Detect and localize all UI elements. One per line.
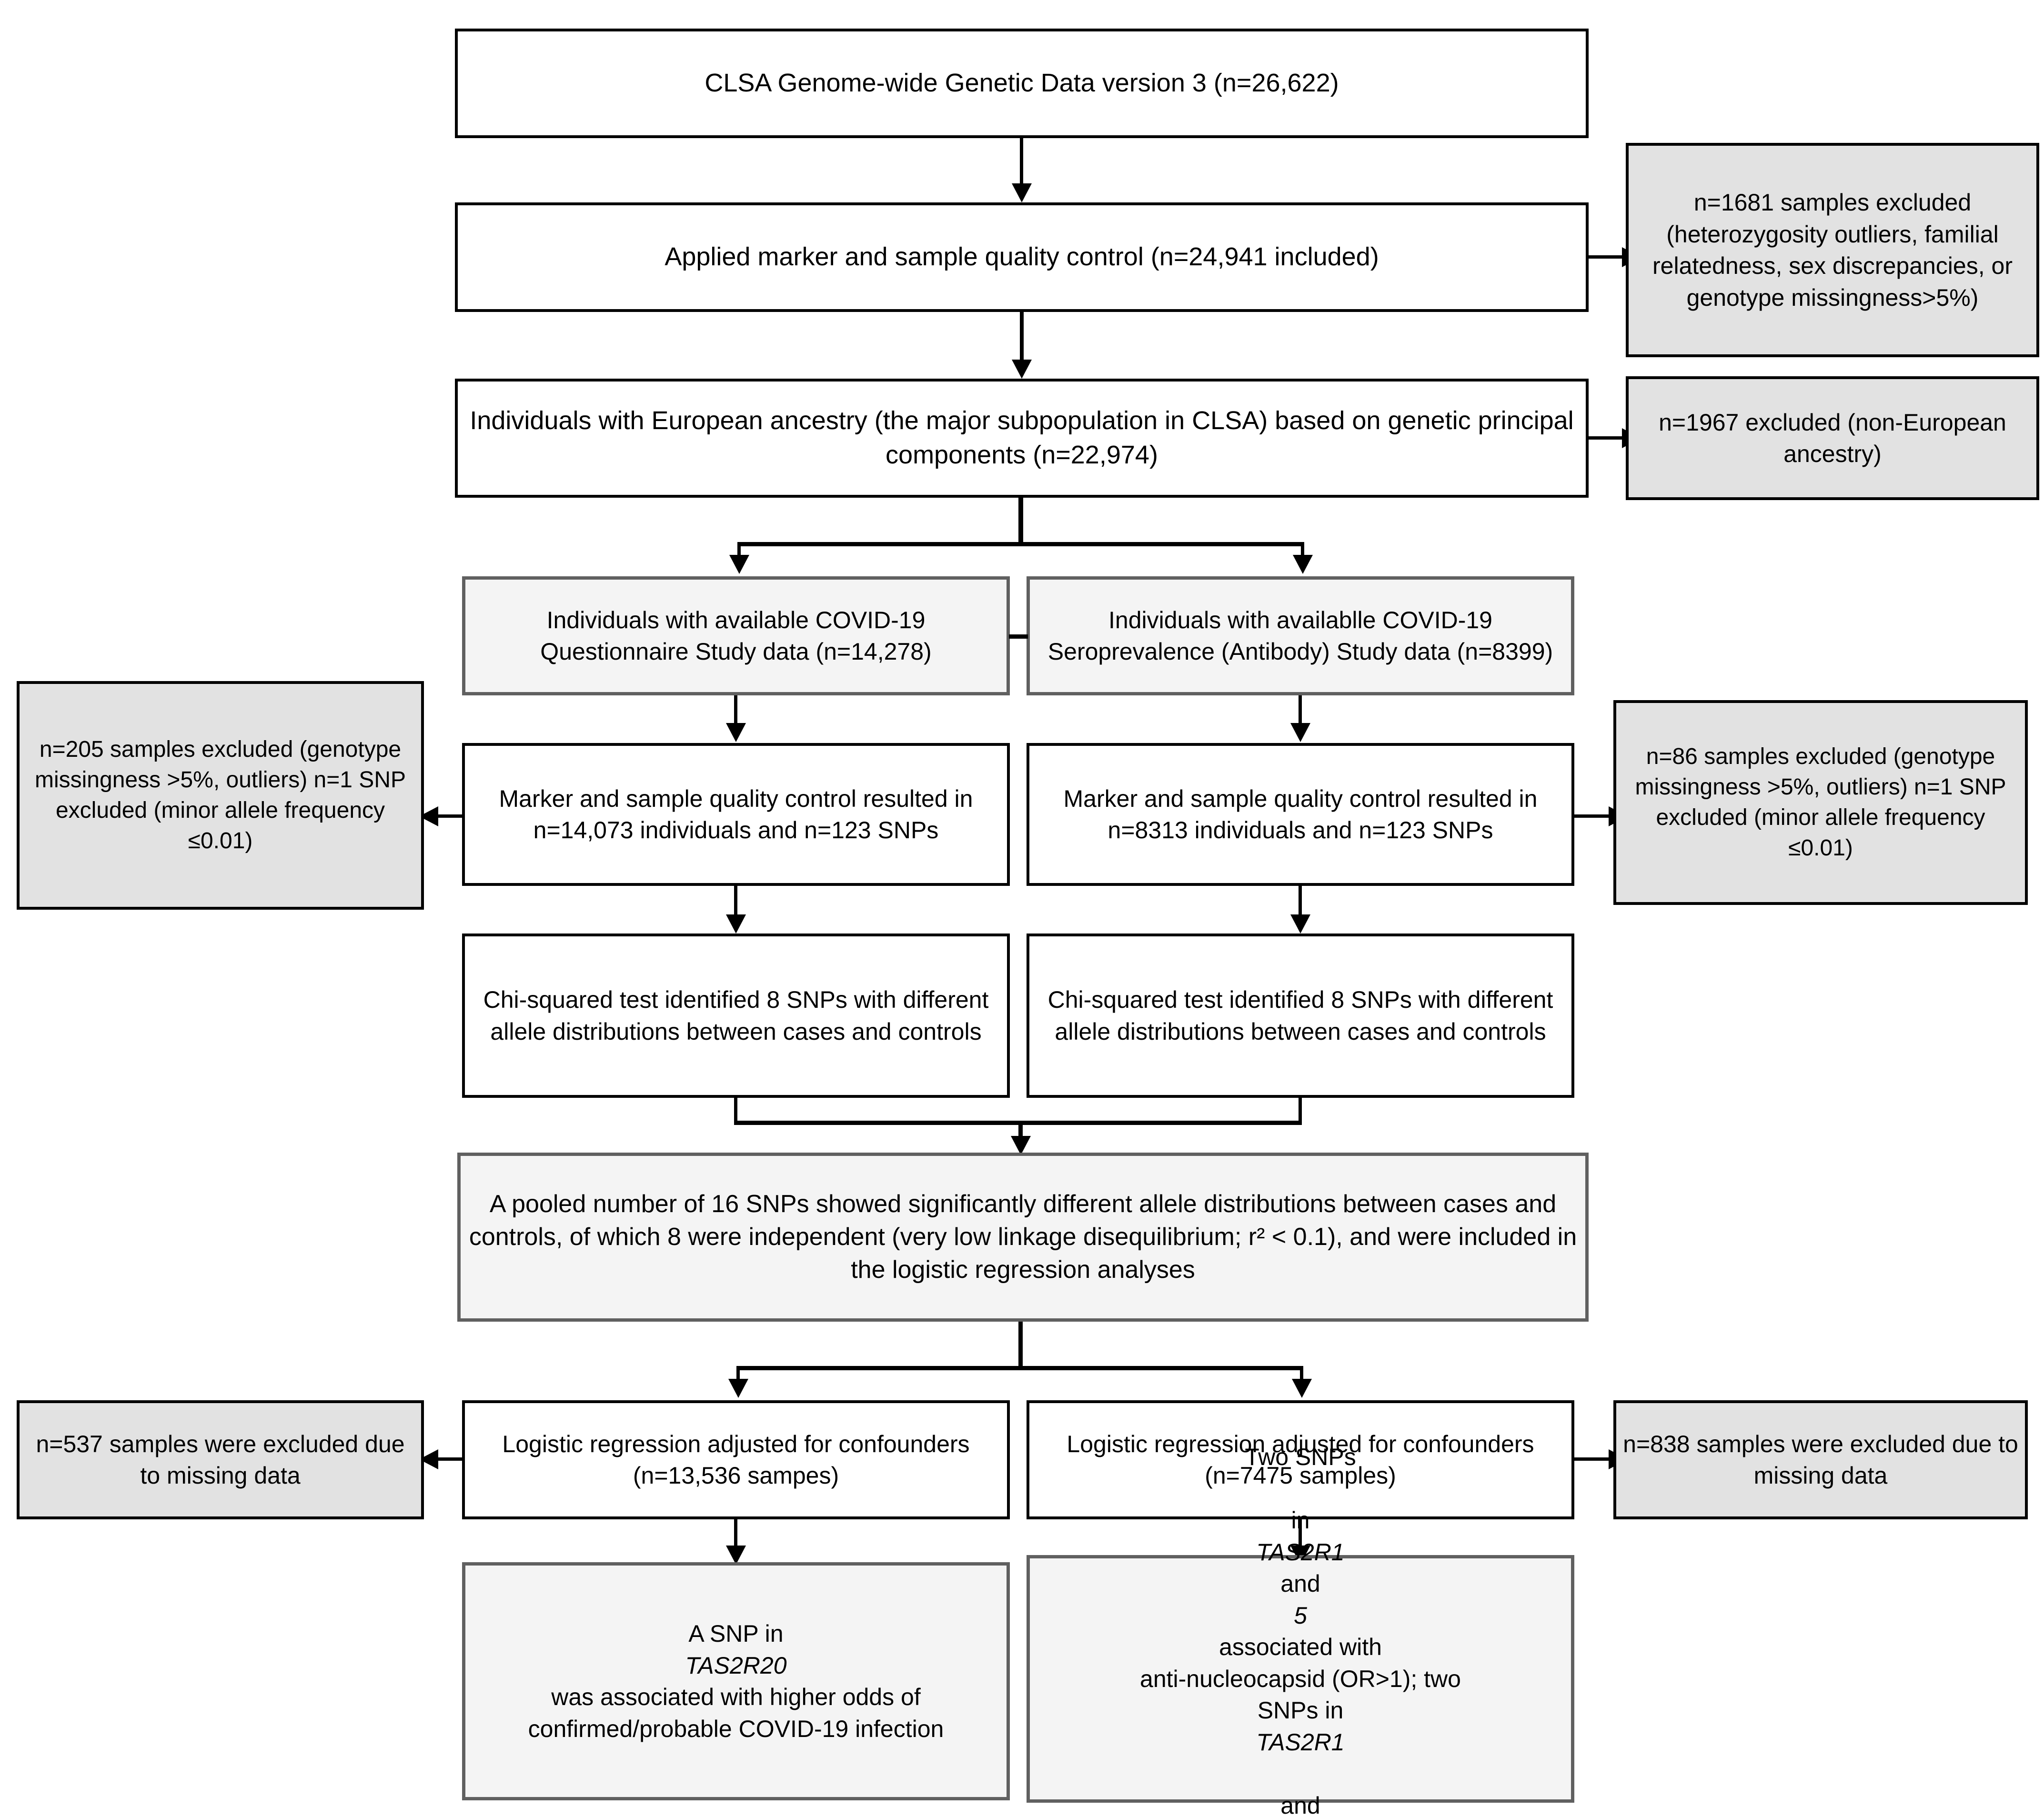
- node-chisq-seroprevalence-label: Chi-squared test identified 8 SNPs with …: [1047, 986, 1553, 1045]
- node-chisq-seroprevalence: Chi-squared test identified 8 SNPs with …: [1027, 934, 1574, 1098]
- node-logistic-regression-questionnaire-label: Logistic regression adjusted for confoun…: [502, 1430, 970, 1489]
- connector-european-split-stem: [1018, 498, 1023, 545]
- result-left-text-pre: A SNP in: [688, 1620, 784, 1647]
- node-exclusion-left-missing-label: n=537 samples were excluded due to missi…: [36, 1430, 405, 1489]
- result-right-line2-b: and: [1280, 1570, 1320, 1597]
- result-right-line4-a: SNPs in: [1257, 1697, 1344, 1724]
- connector-pooled-split-left-leg: [736, 1366, 740, 1387]
- arrowhead-pooled-split-left: [728, 1379, 748, 1398]
- arrowhead-source-to-qc: [1012, 183, 1032, 202]
- arrowhead-qc-left-to-chi: [726, 914, 746, 934]
- result-right-line2-a: in: [1291, 1507, 1310, 1534]
- result-right-line1: Two SNPs: [1245, 1444, 1356, 1471]
- node-quality-control-all-label: Applied marker and sample quality contro…: [665, 242, 1379, 271]
- arrowhead-chi-merge: [1011, 1136, 1031, 1155]
- arrowhead-split-right: [1293, 555, 1313, 574]
- node-pooled-snps: A pooled number of 16 SNPs showed signif…: [457, 1153, 1589, 1322]
- node-chisq-questionnaire-label: Chi-squared test identified 8 SNPs with …: [483, 986, 989, 1045]
- node-result-questionnaire: A SNP in TAS2R20 was associated with hig…: [462, 1562, 1010, 1800]
- arrowhead-study-right-to-qc: [1290, 723, 1310, 742]
- connector-qc-left-to-chi: [734, 886, 737, 924]
- connector-source-to-qc: [1020, 138, 1023, 191]
- node-study-questionnaire: Individuals with available COVID-19 Ques…: [462, 576, 1010, 695]
- connector-pooled-split-bar: [736, 1366, 1303, 1370]
- connector-split-left-leg: [737, 542, 741, 563]
- node-result-questionnaire-label: A SNP in TAS2R20 was associated with hig…: [465, 1618, 1007, 1745]
- node-exclusion-ancestry-label: n=1967 excluded (non-European ancestry): [1659, 409, 2006, 468]
- node-logistic-regression-questionnaire: Logistic regression adjusted for confoun…: [462, 1400, 1010, 1519]
- node-study-seroprevalence: Individuals with availablle COVID-19 Ser…: [1027, 576, 1574, 695]
- result-right-line5-a: and: [1280, 1792, 1320, 1817]
- node-exclusion-left-qc-label: n=205 samples excluded (genotype missing…: [34, 737, 406, 853]
- arrowhead-split-left: [729, 555, 749, 574]
- arrowhead-qc-right-to-chi: [1290, 914, 1310, 934]
- node-logistic-regression-seroprevalence: Logistic regression adjusted for confoun…: [1027, 1400, 1574, 1519]
- connector-qc-to-european: [1020, 312, 1024, 367]
- arrowhead-study-left-to-qc: [726, 723, 746, 742]
- gene-name-tas2r1-b: TAS2R1: [1256, 1728, 1345, 1756]
- node-exclusion-right-qc: n=86 samples excluded (genotype missingn…: [1613, 700, 2028, 905]
- connector-qc-right-to-exclusion: [1574, 814, 1613, 818]
- node-study-questionnaire-label: Individuals with available COVID-19 Ques…: [540, 606, 932, 665]
- gene-name-tas2r20: TAS2R20: [685, 1652, 787, 1679]
- node-logistic-regression-seroprevalence-label: Logistic regression adjusted for confoun…: [1067, 1430, 1534, 1489]
- connector-qc-left-to-exclusion: [424, 814, 463, 818]
- result-right-line3: anti-nucleocapsid (OR>1); two: [1140, 1665, 1461, 1692]
- node-pooled-snps-label: A pooled number of 16 SNPs showed signif…: [469, 1190, 1577, 1284]
- connector-study-link: [1009, 634, 1028, 639]
- connector-european-to-exclusion: [1589, 436, 1626, 440]
- connector-chi-merge-stem: [1018, 1121, 1023, 1147]
- arrowhead-qc-to-european: [1012, 360, 1032, 379]
- gene-name-tas2r1-a: TAS2R1: [1256, 1538, 1345, 1566]
- node-exclusion-qc-label: n=1681 samples excluded (heterozygosity …: [1652, 189, 2013, 311]
- node-source-label: CLSA Genome-wide Genetic Data version 3 …: [705, 69, 1339, 98]
- node-quality-control-all: Applied marker and sample quality contro…: [455, 202, 1589, 312]
- connector-logreg-left-to-result: [734, 1519, 737, 1555]
- node-european-ancestry-label: Individuals with European ancestry (the …: [470, 406, 1574, 469]
- node-exclusion-left-qc: n=205 samples excluded (genotype missing…: [17, 681, 424, 910]
- arrowhead-pooled-split-right: [1292, 1379, 1312, 1398]
- node-source: CLSA Genome-wide Genetic Data version 3 …: [455, 29, 1589, 138]
- connector-split-right-leg: [1301, 542, 1304, 563]
- arrowhead-logreg-left-to-result: [726, 1546, 746, 1565]
- node-study-seroprevalence-label: Individuals with availablle COVID-19 Ser…: [1047, 606, 1553, 665]
- connector-study-right-to-qc: [1299, 695, 1302, 733]
- result-right-line2-c: associated with: [1219, 1634, 1382, 1661]
- connector-chi-merge-bar: [734, 1121, 1302, 1125]
- connector-logreg-right-to-exclusion: [1574, 1457, 1613, 1461]
- node-qc-questionnaire: Marker and sample quality control result…: [462, 743, 1010, 886]
- connector-logreg-left-to-exclusion: [424, 1457, 463, 1461]
- connector-pooled-split-right-leg: [1300, 1366, 1303, 1387]
- connector-pooled-split-stem: [1018, 1322, 1023, 1369]
- connector-chi-left-leg: [734, 1098, 737, 1124]
- node-qc-seroprevalence: Marker and sample quality control result…: [1027, 743, 1574, 886]
- connector-european-split-bar: [737, 542, 1304, 546]
- node-exclusion-right-missing: n=838 samples were excluded due to missi…: [1613, 1400, 2028, 1519]
- node-european-ancestry: Individuals with European ancestry (the …: [455, 379, 1589, 498]
- connector-chi-right-leg: [1299, 1098, 1302, 1124]
- node-exclusion-right-missing-label: n=838 samples were excluded due to missi…: [1623, 1430, 2018, 1489]
- connector-qc-right-to-chi: [1299, 886, 1302, 924]
- node-qc-questionnaire-label: Marker and sample quality control result…: [499, 785, 973, 844]
- connector-logreg-right-to-result: [1299, 1519, 1302, 1555]
- node-chisq-questionnaire: Chi-squared test identified 8 SNPs with …: [462, 934, 1010, 1098]
- node-exclusion-ancestry: n=1967 excluded (non-European ancestry): [1626, 376, 2039, 500]
- node-qc-seroprevalence-label: Marker and sample quality control result…: [1063, 785, 1538, 844]
- node-exclusion-right-qc-label: n=86 samples excluded (genotype missingn…: [1635, 744, 2006, 861]
- gene-name-5: 5: [1294, 1602, 1307, 1629]
- node-exclusion-qc: n=1681 samples excluded (heterozygosity …: [1626, 143, 2039, 357]
- connector-qc-to-exclusion: [1589, 255, 1626, 259]
- result-left-text-post: was associated with higher odds of confi…: [528, 1684, 944, 1742]
- node-exclusion-left-missing: n=537 samples were excluded due to missi…: [17, 1400, 424, 1519]
- connector-study-left-to-qc: [734, 695, 737, 733]
